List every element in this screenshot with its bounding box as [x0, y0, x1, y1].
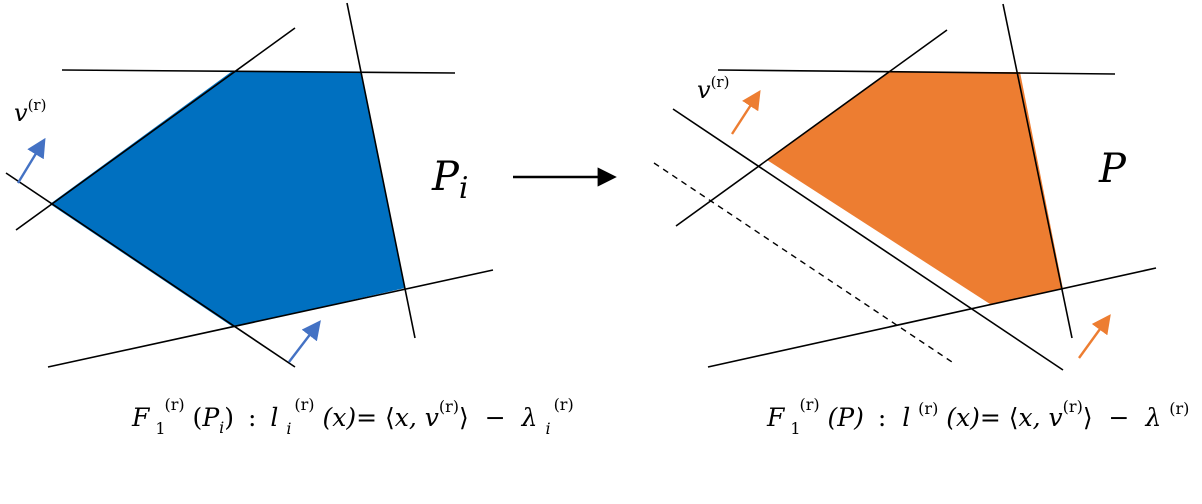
- left-line-face: [5, 172, 296, 368]
- right-line-diagonal: [675, 29, 948, 227]
- vector-arrow-right-upper: [730, 89, 761, 135]
- vector-arrow-right-lower: [1078, 314, 1111, 359]
- left-line-diagonal: [15, 27, 296, 231]
- left-line-bottom: [47, 269, 494, 368]
- right-panel: v(r) P F 1 (r) (P) : l (r) (x)= ⟨x, v(r)…: [653, 3, 1189, 440]
- polytope-pi: [50, 72, 405, 327]
- vector-label-left: v(r): [14, 96, 46, 127]
- formula-left: F 1 (r) (Pi) : l i (r) (x)= ⟨x, v(r)⟩ − …: [131, 387, 574, 440]
- vector-label-right: v(r): [697, 73, 729, 104]
- left-panel: v(r) Pi F 1 (r) (Pi) : l i (r) (x)= ⟨x, …: [5, 2, 574, 440]
- right-line-face: [672, 108, 1064, 371]
- right-line-steep: [1002, 3, 1073, 339]
- polygon-label-pi: Pi: [431, 154, 469, 206]
- polytope-p: [767, 72, 1063, 304]
- right-line-dashed: [653, 162, 953, 363]
- right-line-bottom: [707, 267, 1157, 368]
- left-line-steep: [346, 2, 416, 339]
- polygon-label-p: P: [1098, 146, 1127, 192]
- left-line-top: [61, 69, 456, 74]
- vector-arrow-left-upper: [16, 137, 46, 184]
- vector-arrow-left-lower: [288, 320, 321, 363]
- formula-right: F 1 (r) (P) : l (r) (x)= ⟨x, v(r)⟩ − λ (…: [766, 387, 1189, 440]
- right-line-top: [717, 69, 1116, 75]
